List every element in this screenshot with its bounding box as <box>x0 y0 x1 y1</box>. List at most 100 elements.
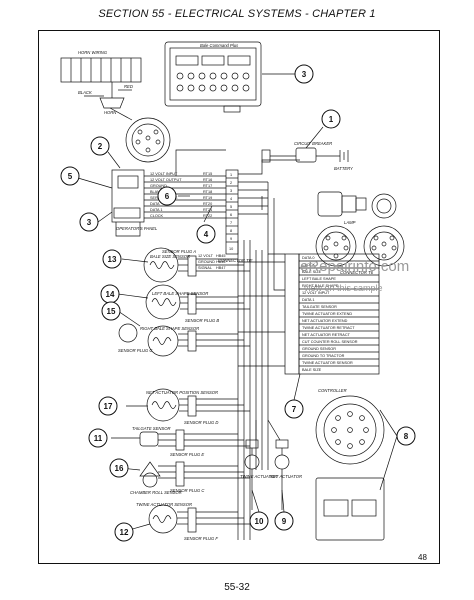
controller-label: CONTROLLER <box>318 388 347 393</box>
callout-11: 11 <box>94 434 103 443</box>
sensor-label: TAILGATE SENSOR <box>132 426 170 431</box>
sensor-wire-label: GROUND <box>198 260 215 264</box>
controller-module <box>315 477 385 541</box>
tie-pin: 3 <box>230 189 232 193</box>
callout-circle <box>79 212 99 232</box>
black-wire-label: BLACK <box>78 90 92 95</box>
sensor-wire-code: HB46 <box>216 260 226 264</box>
monitor-brand-label: Bale Command Plus <box>200 43 239 48</box>
tie-pin: 2 <box>230 181 232 185</box>
controller-wire-label: RIGHT BALE SHAPE <box>302 284 339 288</box>
panel-wire-label: CLOCK <box>150 214 164 218</box>
panel-wire-label: DATA <box>150 202 160 206</box>
sensor-group-14 <box>145 284 250 320</box>
callout-4: 4 <box>204 230 209 239</box>
sensor-wire-code: HB47 <box>216 266 226 270</box>
callout-circle <box>157 186 177 206</box>
operator-panel <box>111 169 145 237</box>
twine-actuator <box>244 420 260 510</box>
sensor-plug-label: SENSOR PLUG E <box>170 452 204 457</box>
page-header: SECTION 55 - ELECTRICAL SYSTEMS - CHAPTE… <box>98 8 376 20</box>
callout-16: 16 <box>115 464 124 473</box>
tie-pin: 5 <box>230 205 232 209</box>
callout-2: 2 <box>98 142 103 151</box>
panel-wire-code: RT19 <box>203 196 212 200</box>
horn-wiring-block <box>60 57 142 83</box>
tie-to-controller-wires <box>238 159 300 291</box>
sensor-plug-label: SENSOR PLUG F <box>184 536 218 541</box>
harness-trunk <box>237 240 285 540</box>
callout-circle <box>249 511 269 531</box>
callout-circle <box>98 396 118 416</box>
monitor-unit <box>164 41 262 113</box>
panel-wire-code: RT18 <box>203 190 212 194</box>
sensor-label: BALE SIZE SENSOR <box>150 254 190 259</box>
connector-tie-label: CONNECTOR TIE <box>218 258 253 263</box>
callout-circle <box>196 224 216 244</box>
diagram-frame <box>38 30 440 564</box>
callout-5: 5 <box>68 172 73 181</box>
callout-leaders <box>77 73 398 533</box>
callout-7: 7 <box>292 405 297 414</box>
controller-wire-label: TWINE ACTUATOR RETRACT <box>302 326 355 330</box>
callout-3: 3 <box>302 70 307 79</box>
callout-15: 15 <box>107 307 116 316</box>
figure-number: 48 <box>418 553 427 562</box>
callout-circle <box>88 428 108 448</box>
net-actuator <box>267 419 290 510</box>
sensor-group-16 <box>139 461 250 488</box>
sensor-plug-label: SENSOR PLUG B <box>185 318 219 323</box>
controller-wire-label: DATA 1 <box>302 298 315 302</box>
connector-tie <box>225 169 239 255</box>
sensor-wire-label: 12 VOLT <box>198 254 214 258</box>
panel-wire-code: RT22 <box>203 214 212 218</box>
controller-round-connector <box>315 395 385 465</box>
operator-panel-label: OPERATOR'S PANEL <box>116 226 158 231</box>
tie-pin: 1 <box>230 173 232 177</box>
callout-circle <box>274 511 294 531</box>
controller-wire-label: TWINE ACTUATOR EXTEND <box>302 312 352 316</box>
sensor-label: TWINE ACTUATOR SENSOR <box>136 502 192 507</box>
sensor-wire-label: SIGNAL <box>198 266 212 270</box>
panel-wire-label: 12 VOLT INPUT <box>150 172 178 176</box>
sensor-plug-label: SENSOR PLUG A <box>162 249 196 254</box>
horn-icon <box>84 82 132 109</box>
panel-wire-code: RT15 <box>203 172 212 176</box>
controller-wire-label: 12 VOLT INPUT <box>302 291 330 295</box>
controller-wire-label: BALE SIZE <box>302 270 322 274</box>
panel-wire-code: RT21 <box>203 208 212 212</box>
callout-6: 6 <box>165 192 170 201</box>
connector-t6-label: CONNECTOR T6 <box>340 270 374 275</box>
sensor-wire-code: HB45 <box>216 254 226 258</box>
controller-wire-label: TWINE ACTUATOR SENSOR <box>302 361 353 365</box>
twine-actuator-label: TWINE ACTUATOR <box>240 474 277 479</box>
connector-t6 <box>315 191 405 267</box>
controller-wire-label: CLOCK <box>302 263 316 267</box>
sensor-group-12 <box>148 504 250 534</box>
circuit-breaker-label: CIRCUIT BREAKER <box>294 141 332 146</box>
tie-pin: 8 <box>230 229 232 233</box>
panel-wire-label: GROUND <box>150 184 167 188</box>
callout-circle <box>101 301 121 321</box>
controller-wire-label: LEFT BALE SHAPE <box>302 277 336 281</box>
callout-14: 14 <box>106 290 115 299</box>
tie-pin: 6 <box>230 213 232 217</box>
sensor-plug-label: SENSOR PLUG D <box>184 420 218 425</box>
callout-circle <box>60 166 80 186</box>
battery-label: BATTERY <box>334 166 354 171</box>
watermark-note: view on this sample <box>304 283 383 293</box>
sensor-plug-label: SENSOR PLUG C <box>118 348 153 353</box>
page-number: 55-32 <box>224 582 250 593</box>
sensor-group-17 <box>146 388 250 422</box>
red-wire-label: RED <box>124 84 133 89</box>
sensor-label: NET ACTUATOR POSITION SENSOR <box>146 390 218 395</box>
callout-circle <box>321 109 341 129</box>
monitor-connector <box>109 107 171 163</box>
horn-label: HORN <box>104 110 117 115</box>
sensor-group-15 <box>118 323 250 357</box>
horn-wiring-label: HORN WIRING <box>78 50 108 55</box>
panel-wire-code: RT16 <box>203 178 212 182</box>
controller-wire-label: NET ACTUATOR EXTEND <box>302 319 348 323</box>
callout-17: 17 <box>104 402 113 411</box>
